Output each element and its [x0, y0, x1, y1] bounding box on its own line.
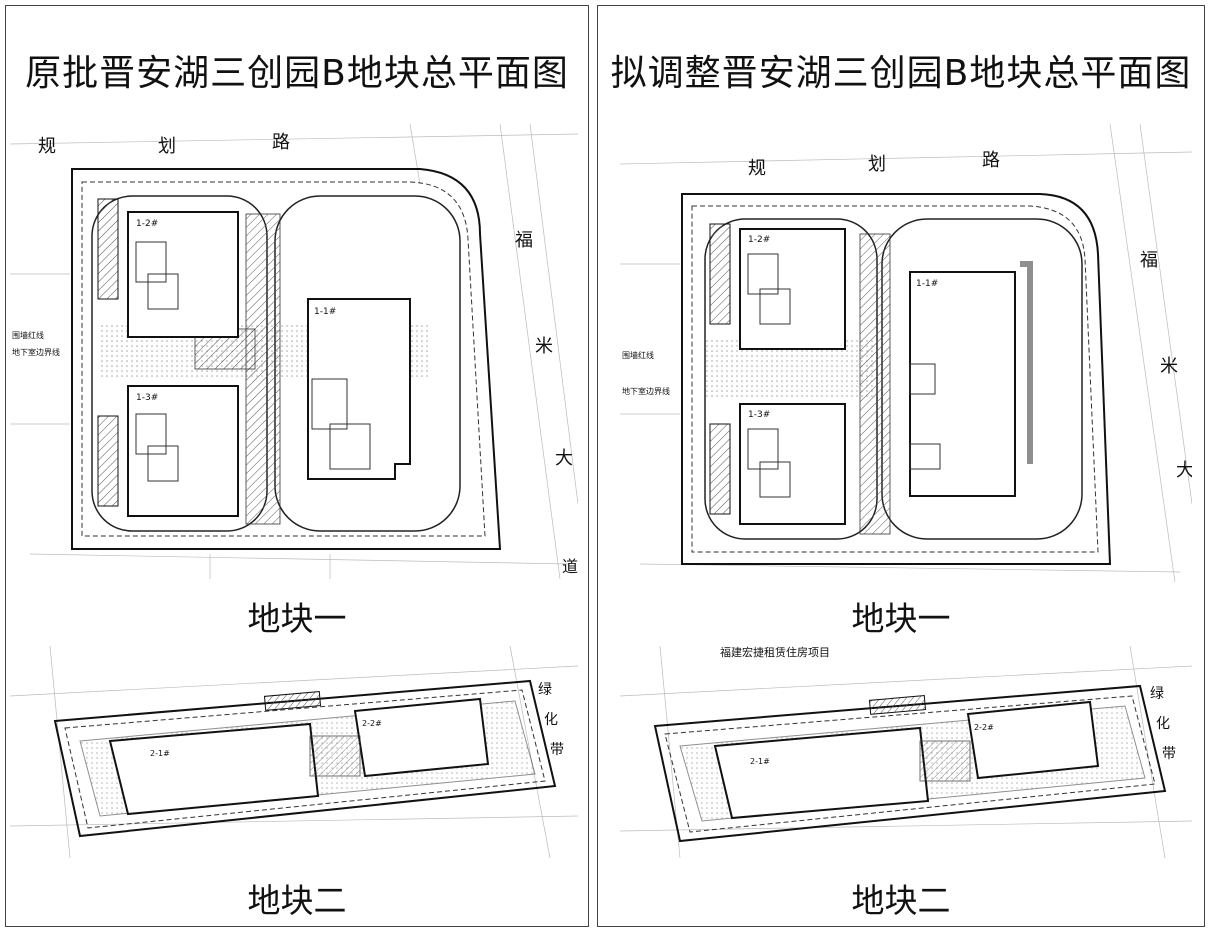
side-note: 地下室边界线: [622, 386, 670, 396]
building-tag: 1-1#: [916, 279, 938, 289]
building-tag: 2-1#: [150, 749, 170, 758]
road-name-char: 福: [1140, 250, 1158, 271]
panel-title: 原批晋安湖三创园B地块总平面图: [25, 53, 569, 94]
road-name-char: 规: [38, 136, 56, 157]
road-name-char: 带: [550, 742, 564, 758]
road-name-char: 道: [562, 557, 578, 576]
side-note: 围墙红线: [622, 350, 654, 360]
road-name-char: 路: [272, 132, 290, 153]
building-tag: 1-1#: [314, 307, 336, 317]
side-note: 地下室边界线: [12, 347, 60, 357]
road-name-char: 带: [1162, 746, 1176, 762]
building-tag: 2-1#: [750, 757, 770, 766]
road-name-char: 米: [1160, 356, 1178, 377]
side-note: 围墙红线: [12, 330, 44, 340]
block1-site-plan: 规 划 路 福 米 大 道 1-2# 1-3# 1-1# 围墙红线 地下室边界线: [10, 124, 578, 579]
building-tag: 1-2#: [136, 219, 158, 229]
block1-caption: 地块一: [851, 599, 951, 638]
road-name-char: 化: [1156, 716, 1170, 732]
road-name-char: 福: [515, 230, 533, 251]
road-name-char: 绿: [1150, 686, 1164, 702]
road-name-char: 路: [982, 150, 1000, 171]
road-name-char: 大: [1176, 460, 1192, 481]
block1-site-plan: 规 划 路 福 米 大 1-2# 1-3# 1-1# 围墙红线 地下室边界线: [620, 124, 1192, 582]
building-tag: 2-2#: [362, 719, 382, 728]
road-name-char: 划: [158, 136, 176, 157]
block2-caption: 地块二: [851, 881, 951, 920]
road-name-char: 大: [555, 448, 573, 469]
road-name-char: 化: [544, 712, 558, 728]
building-tag: 1-3#: [748, 410, 770, 420]
block2-site-plan: 2-1# 2-2# 绿 化 带: [10, 646, 578, 858]
original-plan-panel: 原批晋安湖三创园B地块总平面图: [5, 5, 589, 927]
block1-caption: 地块一: [247, 599, 347, 638]
panel-title: 拟调整晋安湖三创园B地块总平面图: [610, 53, 1192, 94]
block2-site-plan: 福建宏捷租赁住房项目 2-1# 2-2# 绿 化 带: [620, 646, 1192, 858]
building-tag: 1-2#: [748, 235, 770, 245]
road-name-char: 绿: [538, 682, 552, 698]
adjusted-plan-panel: 拟调整晋安湖三创园B地块总平面图: [597, 5, 1205, 927]
road-name-char: 米: [535, 336, 553, 357]
road-name-char: 划: [868, 154, 886, 175]
building-tag: 1-3#: [136, 393, 158, 403]
road-name-char: 规: [748, 158, 766, 179]
building-tag: 2-2#: [974, 723, 994, 732]
block2-caption: 地块二: [247, 881, 347, 920]
road-note: 福建宏捷租赁住房项目: [720, 646, 830, 659]
